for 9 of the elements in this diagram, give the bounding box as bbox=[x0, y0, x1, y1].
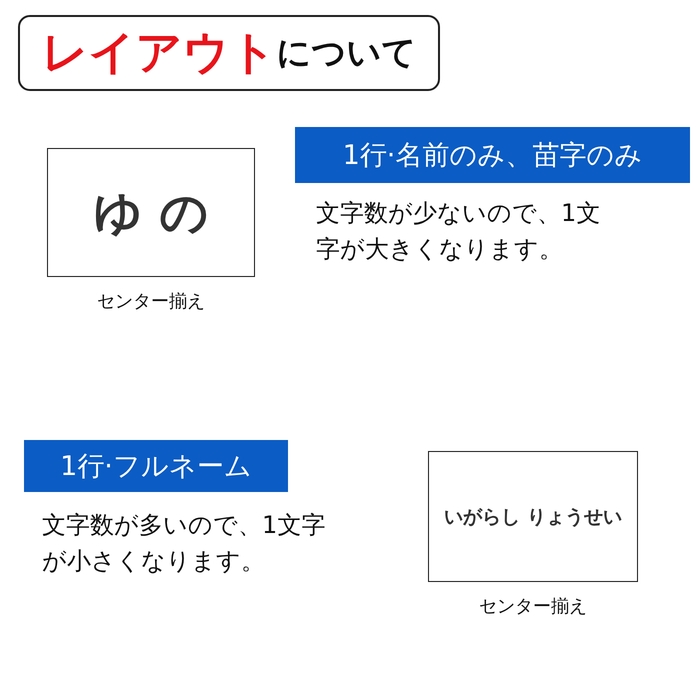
description-text: 文字数が多いので、1文字が小さくなります。 bbox=[42, 510, 326, 577]
name-sample-box: いがらし りょうせい bbox=[428, 451, 638, 582]
node-label: センター揃え bbox=[478, 595, 588, 618]
description-text: 文字数が少ないので、1文字が大きくなります。 bbox=[316, 198, 602, 265]
heading-band: 1行·名前のみ、苗字のみ bbox=[295, 127, 690, 183]
node-label: センター揃え bbox=[96, 290, 206, 313]
heading-band: 1行·フルネーム bbox=[24, 440, 288, 492]
title-heading: レイアウトについて bbox=[18, 15, 440, 91]
name-sample-box: ゆ の bbox=[47, 148, 255, 277]
